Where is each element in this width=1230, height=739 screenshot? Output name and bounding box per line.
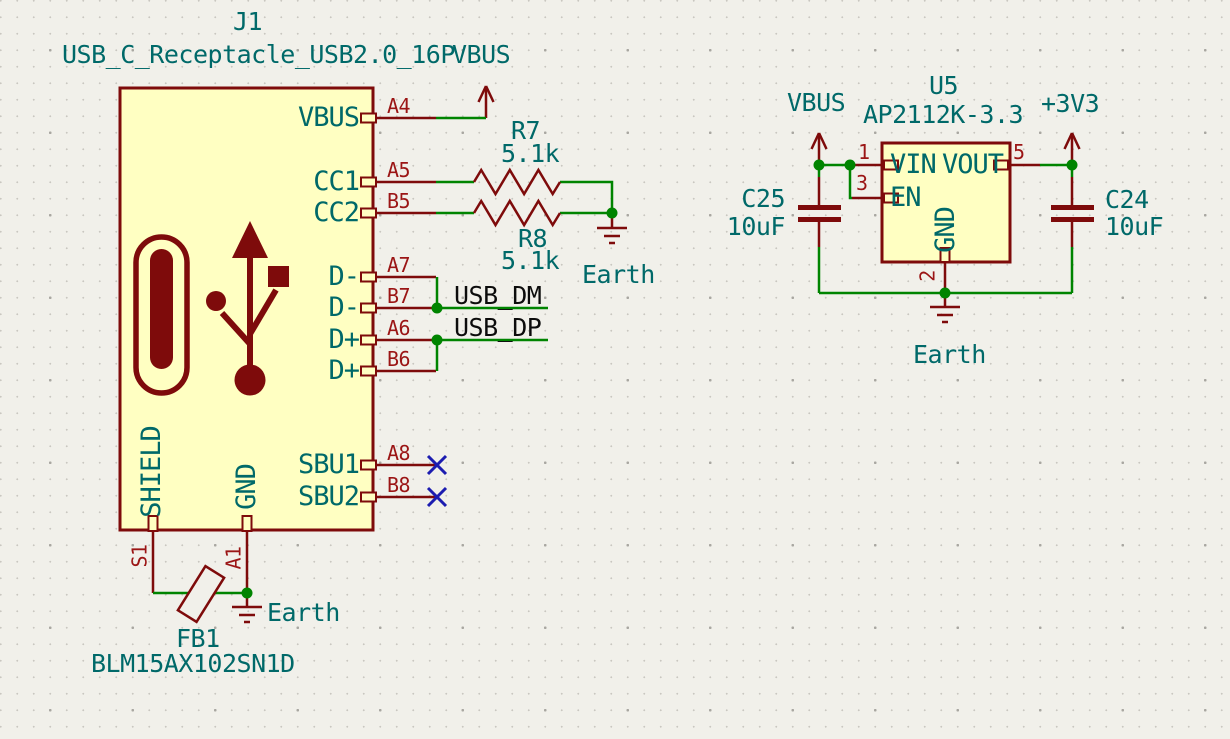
u5-pin-name-vin: VIN: [890, 149, 937, 180]
j1-pin-name-vbus: VBUS: [297, 102, 360, 133]
r8-value[interactable]: 5.1k: [501, 246, 560, 275]
j1-pin-name-dm-b: D-: [328, 292, 360, 323]
j1-reference[interactable]: J1: [233, 7, 263, 36]
earth-label-u5[interactable]: Earth: [913, 340, 986, 369]
vbus-power-label-u5[interactable]: VBUS: [787, 88, 846, 117]
j1-pin-name-cc1: CC1: [313, 166, 360, 197]
net-label-usb-dm[interactable]: USB_DM: [454, 281, 542, 310]
net-label-usb-dp[interactable]: USB_DP: [454, 313, 542, 342]
u5-pin-name-vout: VOUT: [941, 149, 1004, 180]
usb-trident-icon: [206, 221, 289, 396]
c25-value[interactable]: 10uF: [726, 212, 786, 241]
j1-pin-number-b5: B5: [387, 189, 411, 213]
j1-pin-name-dp-a: D+: [328, 324, 360, 355]
c25-reference[interactable]: C25: [741, 184, 785, 213]
u5-reference[interactable]: U5: [929, 71, 959, 100]
no-connect-x-sbu2[interactable]: [426, 486, 448, 508]
u5-pin-number-2: 2: [915, 270, 940, 282]
fb1-ferrite-bead-symbol[interactable]: [176, 564, 226, 624]
u5-pin-number-5: 5: [1013, 140, 1025, 164]
j1-symbol-body[interactable]: [118, 86, 375, 532]
r8-resistor-symbol[interactable]: [472, 198, 562, 228]
r7-resistor-symbol[interactable]: [472, 167, 562, 197]
u5-pin-name-en: EN: [890, 182, 922, 213]
j1-pin-name-dp-b: D+: [328, 355, 360, 386]
j1-pin-number-s1: S1: [127, 544, 152, 568]
junction-dots: [241, 159, 1078, 599]
r7-reference[interactable]: R7: [511, 116, 541, 145]
fb1-value[interactable]: BLM15AX102SN1D: [91, 649, 295, 678]
j1-pin-number-a4: A4: [387, 94, 411, 118]
r7-value[interactable]: 5.1k: [501, 139, 560, 168]
j1-pin-number-a5: A5: [387, 158, 411, 182]
j1-pin-number-a6: A6: [387, 316, 411, 340]
j1-pin-boxes: [147, 112, 377, 532]
fb1-reference[interactable]: FB1: [176, 624, 220, 653]
c24-capacitor-symbol[interactable]: [1051, 177, 1094, 247]
r8-reference[interactable]: R8: [518, 224, 548, 253]
j1-pin-number-a8: A8: [387, 441, 411, 465]
u5-symbol-body[interactable]: [880, 141, 1012, 264]
j1-pin-name-gnd: GND: [230, 464, 262, 510]
c24-value[interactable]: 10uF: [1105, 212, 1164, 241]
earth-label-cc[interactable]: Earth: [582, 260, 655, 289]
c24-reference[interactable]: C24: [1105, 185, 1149, 214]
vbus-power-label-j1[interactable]: VBUS: [452, 40, 511, 69]
j1-pin-number-b6: B6: [387, 347, 411, 371]
u5-value[interactable]: AP2112K-3.3: [863, 100, 1024, 129]
usb-connector-icon: [133, 234, 190, 396]
c25-capacitor-symbol[interactable]: [798, 177, 841, 247]
j1-pin-number-a1: A1: [221, 546, 246, 570]
j1-value[interactable]: USB_C_Receptacle_USB2.0_16P: [62, 40, 455, 69]
no-connect-x-sbu1[interactable]: [426, 454, 448, 476]
j1-pin-name-dm-a: D-: [328, 261, 360, 292]
vbus-power-symbol-j1[interactable]: [477, 85, 495, 118]
u5-pin-name-gnd: GND: [929, 207, 961, 253]
plus3v3-power-label[interactable]: +3V3: [1041, 89, 1100, 118]
j1-pin-name-shield: SHIELD: [135, 426, 167, 518]
u5-pin-number-1: 1: [858, 140, 870, 164]
j1-pins-bottom[interactable]: [151, 530, 249, 593]
earth-label-shield[interactable]: Earth: [267, 598, 340, 627]
u5-pin-boxes: [883, 159, 1009, 263]
j1-pins-right[interactable]: [373, 116, 436, 499]
j1-pin-name-cc2: CC2: [313, 197, 360, 228]
j1-pin-name-sbu2: SBU2: [297, 481, 360, 512]
j1-pin-name-sbu1: SBU1: [297, 449, 360, 480]
j1-pin-number-a7: A7: [387, 253, 411, 277]
j1-pin-number-b8: B8: [387, 473, 411, 497]
u5-pin-number-3: 3: [856, 171, 868, 195]
j1-pin-number-b7: B7: [387, 284, 411, 308]
